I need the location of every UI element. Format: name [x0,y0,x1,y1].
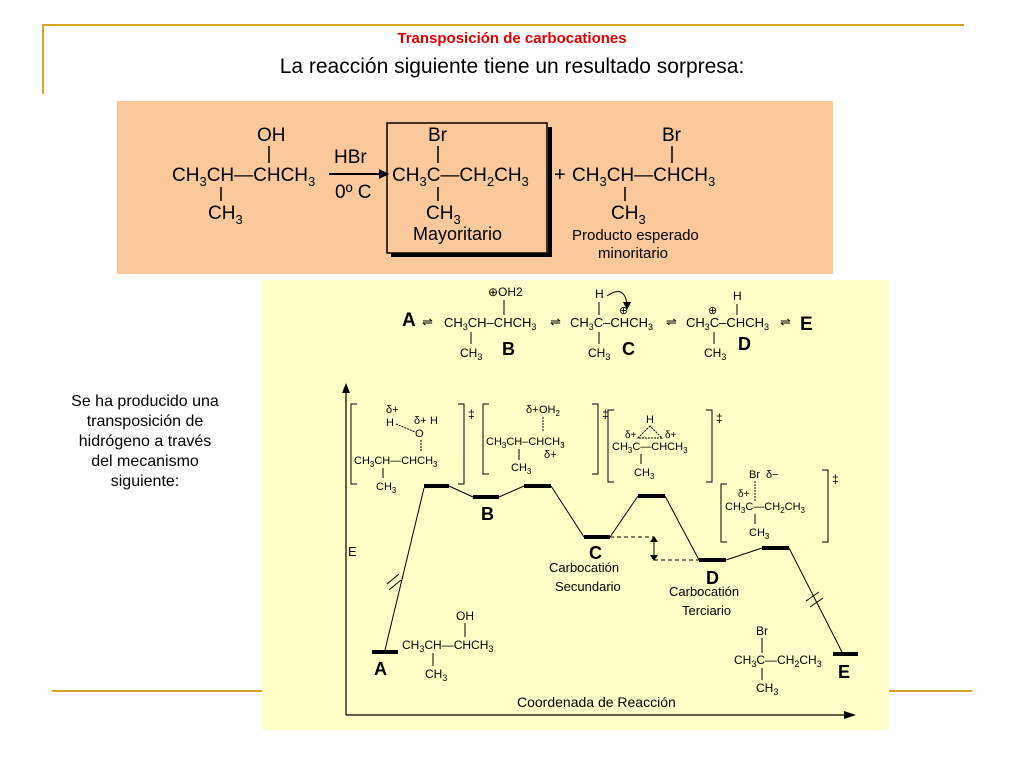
letter-e: E [800,314,813,335]
equilibrium-arrow-1: ⇌ [422,314,433,329]
ts4-chain: CH3C—CH2CH3 [725,501,806,515]
x-axis-label: Coordenada de Reacción [517,694,676,710]
species-b-chain: CH3CH–CHCH3 [444,315,536,332]
species-c-top: H [595,287,604,301]
slide-subtitle: La reacción siguiente tiene un resultado… [279,55,745,78]
letter-a: A [402,310,416,331]
species-d-top: H [733,289,742,303]
label-c-line2: Secundario [555,579,621,594]
species-d-charge: ⊕ [708,305,717,317]
frame-left-rule [42,24,44,94]
label-d-line2: Terciario [682,603,731,618]
ts1-double-dagger: ‡ [468,407,475,421]
ts4-br: Br [749,469,760,481]
struct-e-chain: CH3C—CH2CH3 [734,653,822,669]
label-c-line1: Carbocatión [549,560,619,575]
reagent-label: HBr [334,147,367,168]
ts1-o: O [415,428,424,440]
frame-bottom-rule-right [888,690,972,692]
ts4-bottom: CH3 [749,527,770,541]
ts3-double-dagger: ‡ [716,411,723,425]
ts2-chain: CH3CH–CHCH3 [486,436,565,450]
species-b-top: ⊕OH2 [488,285,523,299]
level-label-d: D [706,568,719,588]
equilibrium-arrow-4: ⇌ [780,314,791,329]
ts3-h: H [646,414,654,426]
letter-c: C [622,339,635,359]
ts2-double-dagger: ‡ [602,407,609,421]
species-c-bottom: CH3 [588,346,610,362]
conditions-label: 0º C [335,182,372,203]
minor-product-label-line2: minoritario [598,245,668,262]
frame-bottom-rule-left [52,690,262,692]
struct-e-bottom: CH3 [756,681,778,697]
level-label-b: B [481,504,494,524]
struct-e-br: Br [756,624,768,638]
ts1-h: H [386,417,394,429]
side-note: Se ha producido una transposición de hid… [71,393,219,490]
ts2-bottom: CH3 [511,462,532,476]
level-label-a: A [374,659,387,679]
struct-a-oh: OH [456,609,474,623]
mechanism-panel: A ⇌ CH3CH–CHCH3 ⊕OH2 CH3 B ⇌ CH3C–CHCH3 … [262,280,889,730]
mechanism-diagram: A ⇌ CH3CH–CHCH3 ⊕OH2 CH3 B ⇌ CH3C–CHCH3 … [342,285,858,719]
ts4-delta-minus: δ− [766,469,779,481]
ts3-delta-left: δ+ [625,430,637,441]
species-c-chain: CH3C–CHCH3 [570,315,653,332]
species-b-bottom: CH3 [460,346,482,362]
ts3-chain: CH3C—CHCH3 [612,441,688,455]
minor-product-label-line1: Producto esperado [572,227,699,244]
slide-title: Transposición de carbocationes [397,30,627,47]
level-label-e: E [838,662,850,682]
reactant-bottom-group: CH3 [208,203,243,227]
y-axis-label: E [348,544,357,559]
minor-product-top-group: Br [662,125,682,146]
label-d-line1: Carbocatión [669,584,739,599]
frame-top-rule [42,24,964,26]
ts2-delta-bottom: δ+ [544,449,557,461]
ts1-h2: H [430,415,438,427]
species-d-chain: CH3C–CHCH3 [686,315,769,332]
species-d-bottom: CH3 [704,346,726,362]
ts2-delta-top: δ+ [526,404,539,416]
reaction-scheme: OH CH3CH—CHCH3 CH3 HBr 0º C Br CH3C—CH2C… [172,122,715,262]
ts2-oh2: OH2 [539,404,561,418]
ts1-chain: CH3CH—CHCH3 [354,455,438,469]
species-c-charge: ⊕ [619,305,628,317]
reaction-panel: OH CH3CH—CHCH3 CH3 HBr 0º C Br CH3C—CH2C… [117,101,833,274]
equilibrium-arrow-3: ⇌ [666,314,677,329]
struct-a-chain: CH3CH—CHCH3 [402,638,493,654]
equilibrium-arrow-2: ⇌ [550,314,561,329]
ts1-bottom: CH3 [376,481,397,495]
major-product-label: Mayoritario [413,224,502,244]
letter-d: D [738,334,751,354]
ts-brackets [350,403,829,543]
major-product-top-group: Br [428,125,448,146]
ts3-bottom: CH3 [634,467,655,481]
ts1-delta-h: δ+ [386,404,399,416]
reactant-main-chain: CH3CH—CHCH3 [172,165,315,189]
reactant-top-group: OH [257,125,286,146]
struct-a-bottom: CH3 [425,667,447,683]
ts4-double-dagger: ‡ [832,472,839,486]
minor-product-bottom-group: CH3 [611,203,646,227]
ts1-delta-o: δ+ [414,415,427,427]
energy-profile-connectors [384,485,843,653]
ts4-delta-plus: δ+ [738,489,750,500]
plus-sign: + [554,164,566,186]
ts3-delta-right: δ+ [665,430,677,441]
major-product-main-chain: CH3C—CH2CH3 [392,165,529,189]
level-label-c: C [589,543,602,563]
minor-product-main-chain: CH3CH—CHCH3 [572,165,715,189]
letter-b: B [502,339,515,359]
